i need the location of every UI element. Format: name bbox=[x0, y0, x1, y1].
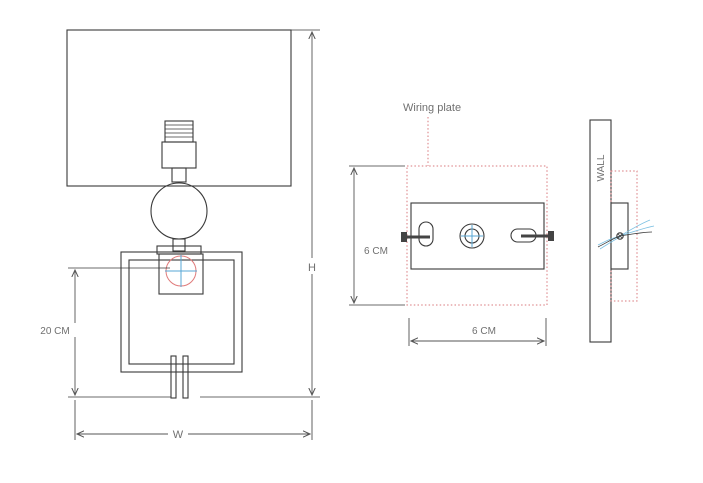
plate-width-label: 6 CM bbox=[472, 326, 496, 337]
lamp-collar bbox=[156, 245, 202, 255]
wall-label: WALL bbox=[596, 154, 607, 181]
side-mount-bracket bbox=[610, 202, 629, 270]
wall-side-view: WALL bbox=[589, 119, 655, 343]
frame-height-dimension: 20 CM bbox=[36, 267, 171, 398]
lamp-globe bbox=[150, 182, 208, 240]
left-slot bbox=[418, 221, 434, 247]
lamp-shade bbox=[66, 29, 292, 187]
wiring-plate-view: Wiring plate bbox=[401, 102, 554, 306]
side-plate-outline bbox=[610, 170, 638, 302]
center-hole-crosshair bbox=[459, 223, 485, 249]
side-wiring bbox=[597, 219, 655, 250]
height-label: H bbox=[308, 262, 316, 274]
lamp-stem bbox=[172, 238, 186, 252]
wiring-plate-label: Wiring plate bbox=[403, 102, 461, 114]
lamp-feet bbox=[170, 355, 189, 399]
lamp-front-view bbox=[66, 29, 292, 399]
frame-height-label: 20 CM bbox=[40, 326, 69, 337]
wall-section bbox=[589, 119, 612, 343]
plate-height-label: 6 CM bbox=[364, 246, 388, 257]
height-dimension: H bbox=[200, 29, 320, 398]
plate-width-dimension: 6 CM bbox=[408, 318, 547, 346]
width-label: W bbox=[173, 429, 184, 441]
wall-mount-block bbox=[158, 253, 204, 295]
plate-height-dimension: 6 CM bbox=[349, 165, 405, 306]
mount-crosshair bbox=[165, 255, 197, 287]
width-dimension: W bbox=[74, 400, 313, 441]
right-screw bbox=[521, 231, 554, 241]
left-screw bbox=[401, 232, 430, 242]
bulb-socket bbox=[161, 120, 197, 183]
